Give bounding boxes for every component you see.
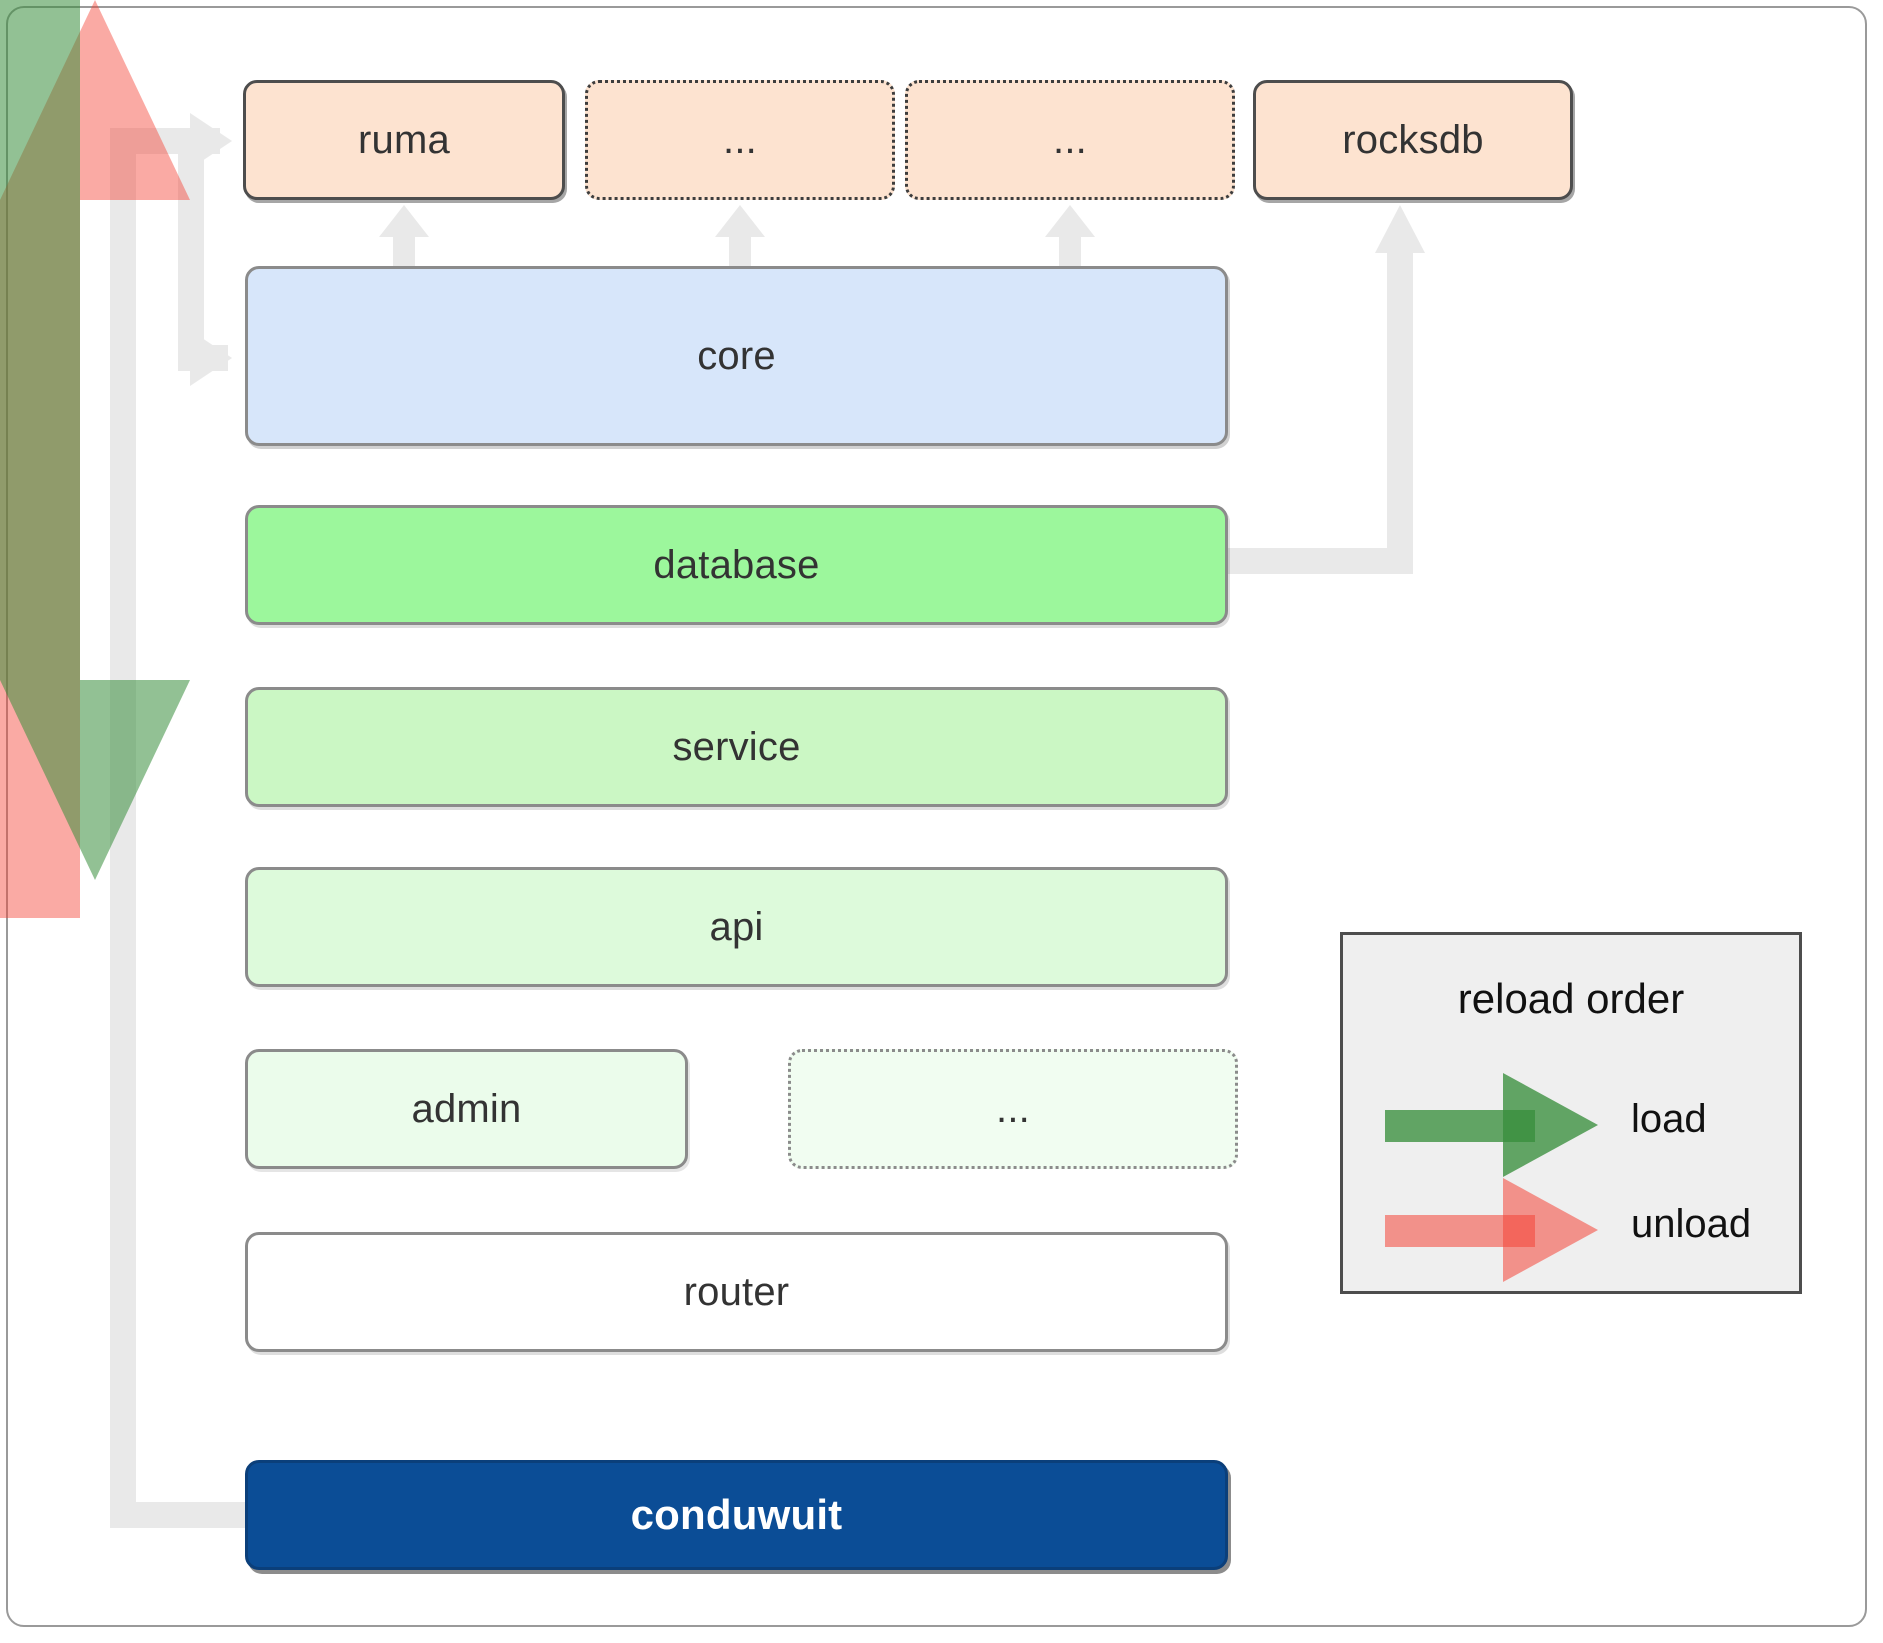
legend-label-load: load bbox=[1631, 1097, 1707, 1141]
node-core[interactable]: core bbox=[245, 266, 1228, 446]
legend-item-load: load bbox=[1385, 1073, 1765, 1177]
arrow-core-to-dep2 bbox=[1045, 205, 1095, 275]
node-layer-placeholder[interactable]: ... bbox=[788, 1049, 1238, 1169]
load-arrowhead bbox=[0, 680, 190, 880]
node-admin[interactable]: admin bbox=[245, 1049, 688, 1169]
node-dependency-placeholder-2[interactable]: ... bbox=[905, 80, 1235, 200]
node-api[interactable]: api bbox=[245, 867, 1228, 987]
arrow-core-to-dep1 bbox=[715, 205, 765, 275]
node-service[interactable]: service bbox=[245, 687, 1228, 807]
connector-database-to-rocksdb-vertical bbox=[1387, 250, 1413, 560]
arrowhead-to-rocksdb bbox=[1375, 205, 1425, 253]
diagram-frame bbox=[6, 6, 1867, 1627]
arrowhead-to-core bbox=[190, 330, 232, 386]
right-arrow-icon bbox=[1385, 1073, 1600, 1177]
node-dependency-placeholder-1[interactable]: ... bbox=[585, 80, 895, 200]
connector-database-to-rocksdb-horizontal bbox=[1228, 548, 1413, 574]
node-database[interactable]: database bbox=[245, 505, 1228, 625]
node-rocksdb[interactable]: rocksdb bbox=[1253, 80, 1573, 200]
legend-label-unload: unload bbox=[1631, 1202, 1752, 1246]
legend-item-unload: unload bbox=[1385, 1178, 1765, 1282]
right-arrow-icon bbox=[1385, 1178, 1600, 1282]
connector-ruma-tail bbox=[136, 128, 196, 154]
load-shaft bbox=[0, 0, 80, 680]
arrow-core-to-ruma bbox=[379, 205, 429, 275]
node-router[interactable]: router bbox=[245, 1232, 1228, 1352]
arrowhead-to-ruma bbox=[190, 113, 232, 169]
legend-title: reload order bbox=[1457, 975, 1685, 1022]
node-conduwuit[interactable]: conduwuit bbox=[245, 1460, 1228, 1570]
legend-panel: reload order load unload bbox=[1340, 932, 1802, 1294]
load-flow-arrow bbox=[0, 0, 190, 880]
connector-conduwuit-bottom bbox=[110, 1502, 250, 1528]
node-ruma[interactable]: ruma bbox=[243, 80, 565, 200]
